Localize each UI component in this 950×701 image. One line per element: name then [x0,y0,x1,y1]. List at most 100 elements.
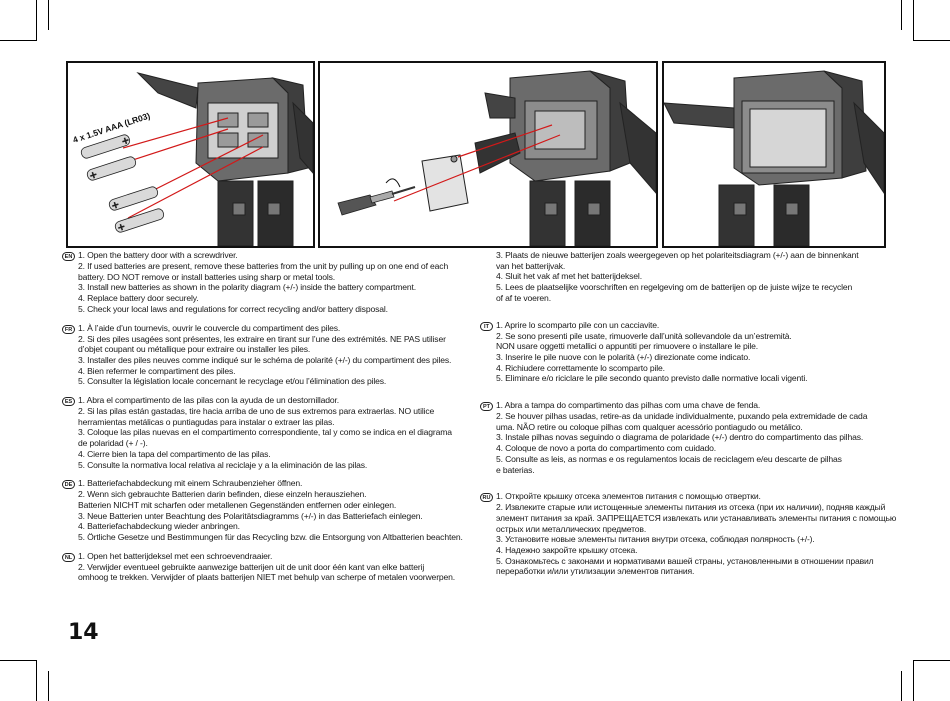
figure-battery-insertion: + + + + 4 x 1.5V AAA (LR03) [66,61,315,248]
instruction-text: 4. Cierre bien la tapa del compartimento… [78,448,271,459]
instruction-line: 4. Batteriefachabdeckung wieder anbringe… [62,521,462,532]
language-code-badge: IT [480,321,493,331]
instruction-text: 4. Надежно закройте крышку отсека. [496,545,638,556]
instruction-text: 4. Batteriefachabdeckung wieder anbringe… [78,521,240,532]
instruction-text: NON usare oggetti metallici o appuntiti … [496,341,758,352]
instruction-text: 2. Se sono presenti pile usate, rimuover… [496,330,792,341]
instruction-line: 2. Wenn sich gebrauchte Batterien darin … [62,489,462,500]
instruction-text: 5. Ознакомьтесь с законами и нормативами… [496,555,874,566]
instruction-text: 3. Установите новые элементы питания вну… [496,534,815,545]
svg-text:+: + [89,170,99,182]
instruction-text: 5. Örtliche Gesetze und Bestimmungen für… [78,532,463,543]
rotate-arrow [385,178,401,188]
instruction-text: 4. Coloque de novo a porta do compartime… [496,443,716,454]
instruction-text: 1. Откройте крышку отсека элементов пита… [496,491,761,502]
guide-lines [393,124,561,202]
robot-illustration [664,70,884,246]
instruction-text: 2. Si las pilas están gastadas, tire hac… [78,406,435,417]
instruction-line: переработки и/или утилизации элементов п… [480,566,890,577]
svg-text:+: + [117,222,127,234]
instruction-text: 4. Richiudere correttamente lo scomparto… [496,362,665,373]
instruction-text: 4. Sluit het vak af met het batterijdeks… [496,271,642,282]
instruction-text: 3. Installer des piles neuves comme indi… [78,354,452,365]
instruction-line: 4. Replace battery door securely. [62,293,462,304]
instruction-line: 3. Instale pilhas novas seguindo o diagr… [480,432,890,443]
instruction-line: 3. Neue Batterien unter Beachtung des Po… [62,511,462,522]
instruction-line: 3. Coloque las pilas nuevas en el compar… [62,427,462,438]
instruction-line: 2. Se sono presenti pile usate, rimuover… [480,331,890,342]
instruction-text: 2. Извлеките старые или истощенные элеме… [496,502,886,513]
instruction-line: 2. Si las pilas están gastadas, tire hac… [62,406,462,417]
instruction-text: 5. Eliminare e/o riciclare le pile secon… [496,373,808,384]
instruction-line: 5. Consulter la législation locale conce… [62,376,462,387]
instruction-text: острых или металлических предметов. [496,523,647,534]
robot-illustration [136,72,313,246]
instruction-line: 5. Consulte as leis, as normas e os regu… [480,454,890,465]
instruction-line: 3. Install new batteries as shown in the… [62,282,462,293]
instruction-line: элемент питания за край. ЗАПРЕЩАЕТСЯ изв… [480,513,896,524]
instruction-line: 5. Örtliche Gesetze und Bestimmungen für… [62,532,463,543]
instruction-line: van het batterijvak. [480,261,890,272]
instruction-line: Batterien NICHT mit scharfen oder metall… [62,500,462,511]
instruction-line: 4. Bien refermer le compartiment des pil… [62,366,462,377]
page-number: 14 [68,620,99,645]
instruction-text: battery. DO NOT remove or install batter… [78,271,335,282]
instruction-text: of af te voeren. [496,292,551,303]
instruction-text: de polaridad (+ / -). [78,438,148,449]
language-code-badge: RU [480,493,493,503]
instruction-line: d’objet coupant ou métallique pour extra… [62,344,462,355]
instruction-text: 3. Coloque las pilas nuevas en el compar… [78,427,452,438]
language-code-badge: FR [62,324,75,334]
instruction-text: 2. Si des piles usagées sont présentes, … [78,333,446,344]
figure-battery-door-closed [662,61,886,248]
instruction-text: переработки и/или утилизации элементов п… [496,566,695,577]
instructions-right-column: 3. Plaats de nieuwe batterijen zoals wee… [480,250,896,583]
instruction-line: 3. Installer des piles neuves comme indi… [62,355,462,366]
instruction-line: 2. Verwijder eventueel gebruikte aanwezi… [62,562,462,573]
battery-door [421,154,469,212]
instruction-line: 5. Check your local laws and regulations… [62,304,462,315]
instruction-text: 1. Abra a tampa do compartimento das pil… [496,400,761,411]
instruction-text: 3. Inserire le pile nuove con le polarit… [496,351,751,362]
figure-open-battery-door [318,61,658,248]
instruction-line: 4. Надежно закройте крышку отсека. [480,545,890,556]
instruction-line: 4. Richiudere correttamente lo scomparto… [480,363,890,374]
instruction-text: 3. Plaats de nieuwe batterijen zoals wee… [496,250,859,260]
instruction-text: uma. NÃO retire ou coloque pilhas com qu… [496,421,803,432]
language-code-badge: EN [62,252,75,261]
instruction-text: элемент питания за край. ЗАПРЕЩАЕТСЯ изв… [496,512,897,523]
instruction-text: 1. Batteriefachabdeckung mit einem Schra… [78,478,303,489]
instruction-text: 5. Consulte la normativa local relativa … [78,459,368,470]
instruction-line: 5. Lees de plaatselijke voorschriften en… [480,282,890,293]
instruction-text: 1. Open het batterijdeksel met een schro… [78,550,273,561]
instruction-text: 2. Wenn sich gebrauchte Batterien darin … [78,489,367,500]
instruction-line: omhoog te trekken. Verwijder of plaats b… [62,572,462,583]
instruction-text: 5. Consulter la législation locale conce… [78,376,387,387]
instruction-line: of af te voeren. [480,293,890,304]
instruction-text: 1. À l’aide d’un tournevis, ouvrir le co… [78,322,341,333]
instruction-line: herramientas metálicas o puntiagudas par… [62,417,462,428]
instruction-line: battery. DO NOT remove or install batter… [62,272,462,283]
svg-text:+: + [121,136,131,148]
screwdriver [337,186,416,216]
language-code-badge: NL [62,552,75,562]
language-code-badge: DE [62,480,75,490]
instruction-line: 2. If used batteries are present, remove… [62,261,462,272]
instruction-text: 2. Verwijder eventueel gebruikte aanwezi… [78,561,425,572]
instruction-text: 4. Bien refermer le compartiment des pil… [78,365,236,376]
instruction-line: 4. Sluit het vak af met het batterijdeks… [480,271,890,282]
instruction-line: uma. NÃO retire ou coloque pilhas com qu… [480,422,890,433]
